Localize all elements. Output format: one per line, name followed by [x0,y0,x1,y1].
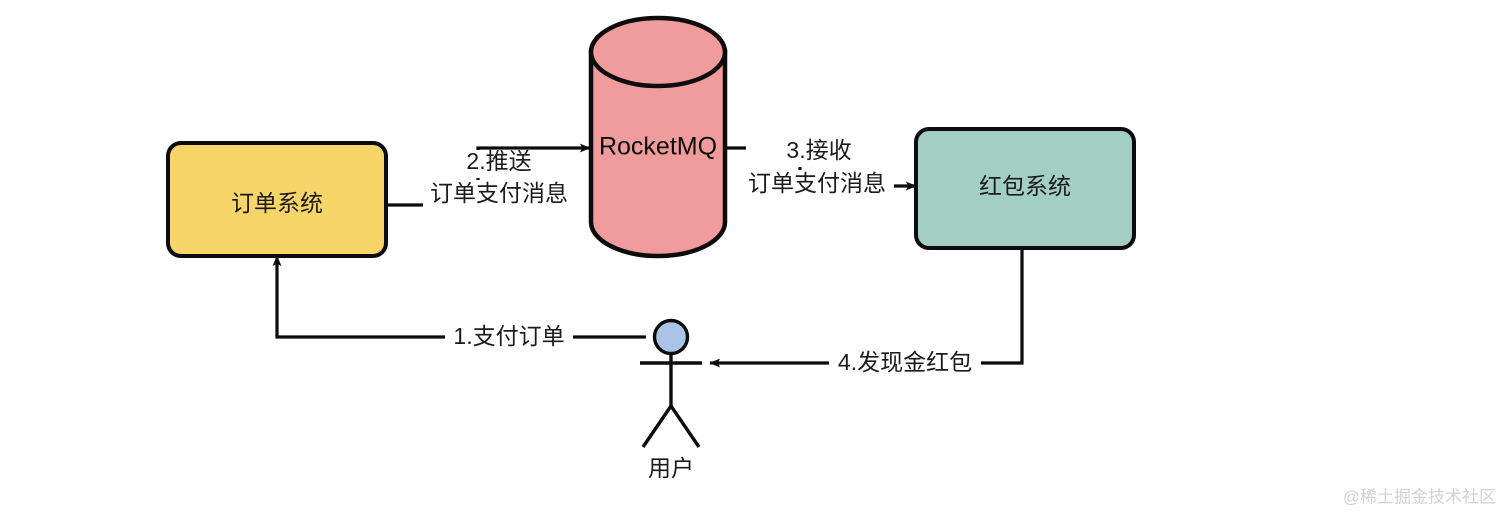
edge4-label-backdrop [829,349,981,378]
edge3-label-backdrop-2 [742,170,894,200]
watermark: @稀土掘金技术社区 [1343,487,1496,506]
rocketmq-cylinder-top [588,15,728,89]
user-actor-label: 用户 [648,455,694,481]
node-redpacket-system[interactable]: 红包系统 [914,127,1136,250]
node-order-system[interactable]: 订单系统 [166,141,388,258]
edge4-label: 4.发现金红包 [838,349,972,375]
user-head [652,318,690,356]
redpacket-system-label: 红包系统 [979,173,1071,199]
node-user-actor[interactable]: 用户 [640,318,702,482]
rocketmq-label: RocketMQ [599,133,717,161]
edge3-label-line1: 3.接收 [786,137,851,163]
redpacket-system-box[interactable] [914,127,1136,250]
edge-user-to-order-label: 1.支付订单 [445,323,573,352]
edge1-label-backdrop [445,323,573,352]
edge2-label-line1: 2.推送 [466,148,531,174]
order-system-box[interactable] [166,141,388,258]
rocketmq-cylinder-body[interactable] [588,49,728,259]
edge1-label: 1.支付订单 [453,323,564,349]
edge2-label-line2: 订单支付消息 [430,180,568,206]
edge3-label-line2: 订单支付消息 [748,170,886,196]
node-rocketmq[interactable]: RocketMQ [588,15,728,259]
user-leg-left [641,405,673,448]
edge2-label-backdrop-1 [423,150,575,178]
edge2-label-backdrop-2 [423,180,575,210]
edge3-label-backdrop-1 [746,139,892,167]
edge-redpacket-to-user-label: 4.发现金红包 [829,349,981,378]
edge-order-to-mq-label: 2.推送 订单支付消息 [423,148,575,210]
order-system-label: 订单系统 [231,190,323,216]
user-leg-right [669,405,701,448]
edge-redpacket-to-user [709,248,1024,368]
edge-mq-to-redpacket-label: 3.接收 订单支付消息 [742,137,894,200]
